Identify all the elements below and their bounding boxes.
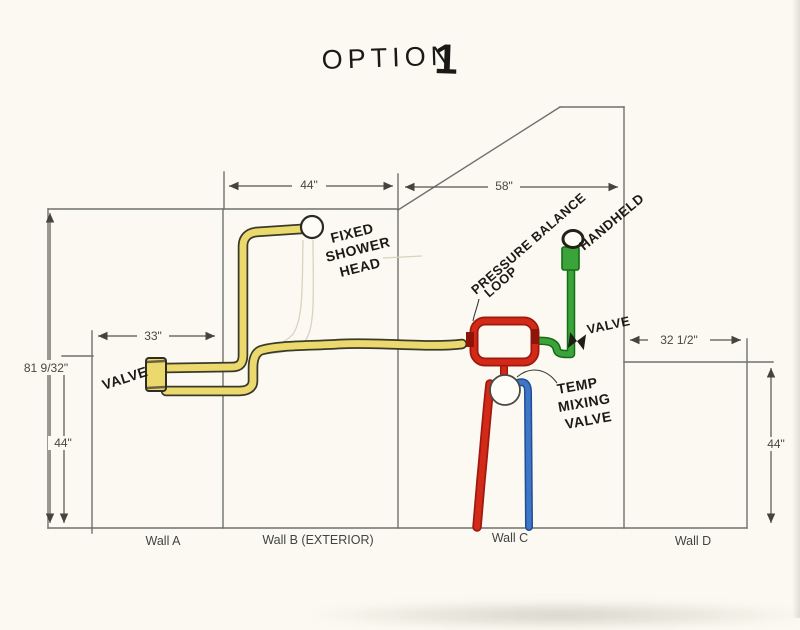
pressure-balance-loop (466, 316, 540, 378)
wall-c-label: Wall C (492, 531, 528, 545)
handheld-valve-symbol (567, 332, 587, 351)
dim-wall-b-width: 44" (300, 178, 318, 192)
wall-outline (47, 106, 774, 534)
supply-valve (145, 357, 167, 392)
pbl-leader-line (472, 298, 480, 322)
faint-leader-line (382, 255, 423, 259)
handheld-head (561, 229, 585, 271)
loop-inlet-fitting (466, 332, 474, 347)
fixed-shower-head (299, 214, 325, 240)
temp-mixing-label-1: TEMP (556, 374, 599, 397)
dim-total-height: 81 9/32" (24, 361, 68, 375)
wall-b-label: Wall B (EXTERIOR) (262, 533, 373, 547)
hot-water-pipe (472, 379, 495, 532)
page-title: OPTION 1 (321, 35, 459, 83)
dim-valve-offset: 33" (144, 329, 162, 343)
cold-water-pipe (513, 378, 533, 531)
dim-text-masks (12, 178, 792, 451)
dim-left-height: 44" (54, 436, 72, 450)
leader-lines (472, 298, 558, 384)
tmv-leader-line (516, 369, 558, 384)
mixed-water-pipe (160, 223, 468, 397)
temp-mixing-valve (489, 374, 521, 406)
sloped-ceiling-line (397, 106, 561, 211)
handheld-pipe (531, 262, 576, 359)
dim-right-height: 44" (767, 437, 785, 451)
wall-d-label: Wall D (675, 534, 711, 548)
dim-wall-d-width: 32 1/2" (660, 333, 698, 347)
valve-left-label: VALVE (100, 363, 150, 393)
title-number: 1 (434, 35, 459, 83)
wall-a-label: Wall A (146, 534, 182, 548)
loop-outlet-fitting (531, 329, 539, 344)
title-word: OPTION (321, 40, 455, 75)
dimension-lines (45, 181, 776, 523)
dim-wall-c-width: 58" (495, 179, 513, 193)
